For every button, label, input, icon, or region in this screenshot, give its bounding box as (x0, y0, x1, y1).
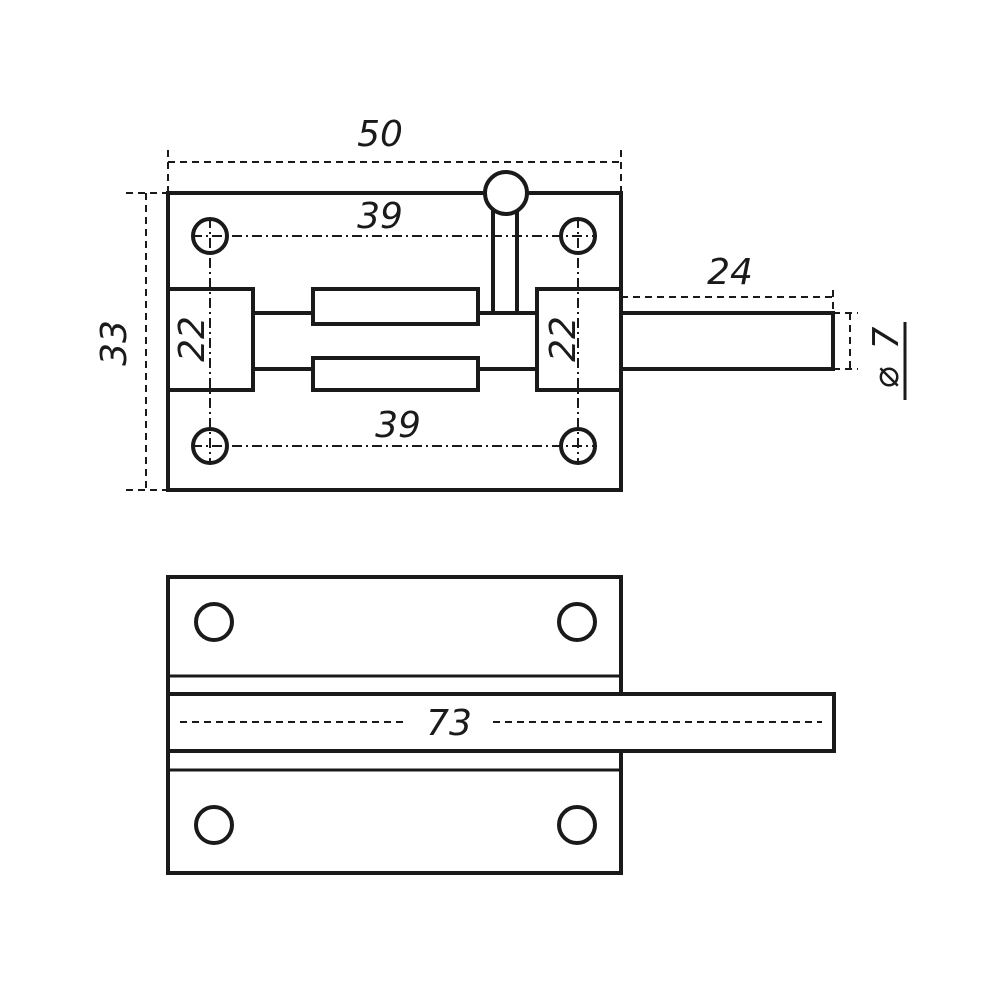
right-block-dim-label: 22 (543, 316, 584, 362)
top-view: 50 39 39 33 22 22 24 ⌀ 7 (94, 114, 907, 492)
hole-spacing-bottom-label: 39 (375, 405, 421, 446)
left-block-dim-label: 22 (172, 316, 213, 362)
diameter-value: 7 (866, 326, 907, 349)
diameter-label: ⌀ 7 (866, 326, 907, 388)
bolt-guide-lower (311, 356, 480, 392)
width-dim-label: 50 (357, 114, 403, 155)
height-dim-label: 33 (94, 320, 135, 366)
bolt-guide-upper (311, 287, 480, 326)
front-hole-bottom-left (194, 805, 234, 845)
front-hole-top-left (194, 602, 234, 642)
projection-dim-label: 24 (707, 252, 753, 293)
bolt-handle-knob (483, 170, 529, 216)
bolt-length-dim-label: 73 (426, 703, 472, 744)
bolt-handle-stem (491, 203, 519, 315)
diameter-symbol: ⌀ (866, 367, 907, 389)
front-hole-bottom-right (557, 805, 597, 845)
front-hole-top-right (557, 602, 597, 642)
projecting-bolt (619, 311, 835, 371)
front-view: 73 (166, 575, 836, 875)
hole-spacing-top-label: 39 (357, 196, 403, 237)
